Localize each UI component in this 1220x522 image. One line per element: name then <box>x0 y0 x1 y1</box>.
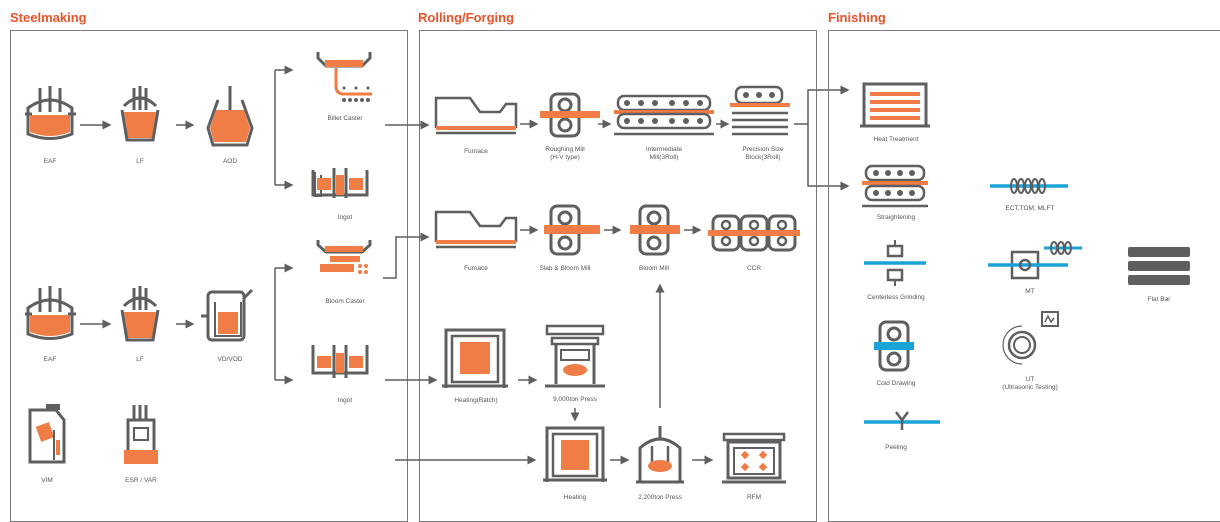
steelmaking-panel <box>10 30 408 522</box>
hydraulic-press-icon <box>545 324 605 388</box>
label-roughing-mill: Roughing Mill(H-V type) <box>545 146 585 161</box>
label-aod: AOD <box>222 158 238 165</box>
label-centerless-grinding: Centerless Grinding <box>867 294 925 301</box>
label-vim: VIM <box>41 477 53 484</box>
eaf-icon <box>25 86 76 140</box>
label-esr-var: ESR / VAR <box>125 477 157 484</box>
slab-bloom-mill-icon <box>544 204 600 256</box>
label-bloom-mill: Bloom Mill <box>639 265 669 272</box>
label-cold-drawing: Cold Drawing <box>876 380 916 387</box>
label-bloom-caster: Bloom Caster <box>325 298 365 305</box>
label-ut: UT(Ultrasonic Testing) <box>1002 376 1058 391</box>
label-eaf: EAF <box>43 356 57 363</box>
cold-drawing-icon <box>874 320 914 372</box>
reheating-furnace-icon <box>434 210 518 249</box>
process-flow-diagram <box>25 52 1190 484</box>
ingot-mold-icon <box>311 168 369 198</box>
straightening-machine-icon <box>862 164 928 208</box>
label-flat-bar: Flat Bar <box>1147 296 1171 303</box>
label-2200ton-press: 2,200ton Press <box>638 494 682 501</box>
reheating-furnace-icon <box>434 96 518 135</box>
heat-treatment-furnace-icon <box>860 82 930 128</box>
roughing-mill-icon <box>540 92 600 138</box>
ccr-mill-icon <box>708 214 800 252</box>
section-title-finishing: Finishing <box>828 10 886 25</box>
label-billet-caster: Billet Caster <box>327 115 363 122</box>
peeling-icon <box>864 411 940 430</box>
vacuum-degassing-icon <box>201 288 254 342</box>
precision-size-block-icon <box>730 85 790 136</box>
label-ccr: CCR <box>746 265 762 272</box>
section-title-rolling-forging: Rolling/Forging <box>418 10 515 25</box>
label-furnace: Furnace <box>464 265 488 272</box>
batch-heating-furnace-icon <box>442 328 508 388</box>
esr-var-icon <box>124 405 158 464</box>
section-title-steelmaking: Steelmaking <box>10 10 87 25</box>
label-lf: LF <box>136 356 144 363</box>
bloom-mill-icon <box>630 204 680 256</box>
label-mt: MT <box>1025 288 1035 295</box>
label-rfm: RFM <box>746 494 762 501</box>
label-slab-bloom-mill: Slab & Bloom Mill <box>539 265 591 272</box>
label-straightening: Straightening <box>876 214 916 221</box>
label-ect-tom-mlft: ECT,TOM, MLFT <box>1005 205 1055 212</box>
label-9000ton-press: 9,000ton Press <box>553 396 597 403</box>
eaf-icon <box>25 286 76 340</box>
eddy-current-test-icon <box>990 178 1068 194</box>
vim-furnace-icon <box>28 404 66 464</box>
ladle-furnace-icon <box>120 86 160 142</box>
billet-caster-icon <box>316 52 372 102</box>
label-heat-treatment: Heat Treatment <box>873 136 919 143</box>
centerless-grinding-icon <box>864 240 926 286</box>
rfm-icon <box>722 432 786 484</box>
label-heating-batch: Heating(Batch) <box>454 397 498 404</box>
ladle-furnace-icon <box>120 286 160 342</box>
ingot-mold-icon <box>311 345 369 378</box>
label-peeling: Peeling <box>885 444 907 451</box>
ultrasonic-testing-icon <box>1002 311 1059 365</box>
label-furnace: Furnace <box>464 148 488 155</box>
bloom-caster-icon <box>316 240 372 274</box>
heating-furnace-icon <box>543 426 607 482</box>
label-ingot: Ingot <box>337 397 353 404</box>
label-ingot: Ingot <box>337 214 353 221</box>
magnetic-testing-icon <box>988 241 1082 280</box>
flat-bar-icon <box>1128 247 1190 285</box>
label-eaf: EAF <box>43 158 57 165</box>
label-vd-vod: VD/VOD <box>217 356 243 363</box>
intermediate-mill-icon <box>614 94 714 136</box>
label-lf: LF <box>136 158 144 165</box>
aod-converter-icon <box>206 86 254 147</box>
forging-press-icon <box>636 426 684 484</box>
label-heating: Heating <box>563 494 587 501</box>
